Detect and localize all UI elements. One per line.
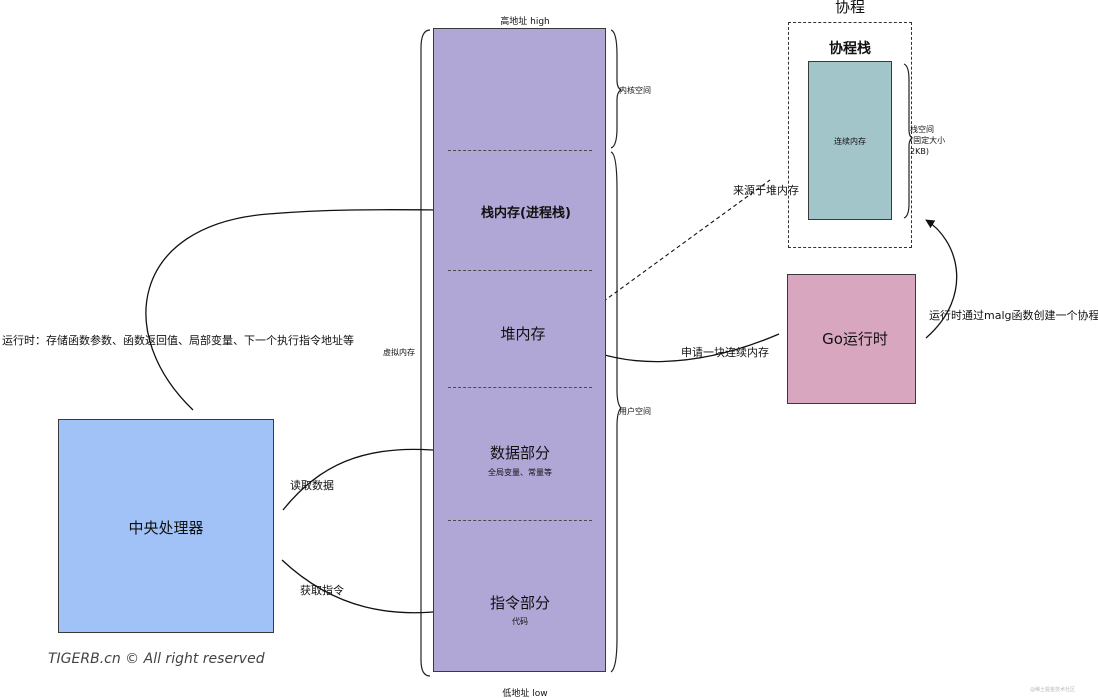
request-memory-label: 申请一块连续内存 <box>681 346 769 359</box>
cpu-box <box>58 419 274 633</box>
cpu-to-stack-arrow <box>145 205 464 411</box>
kernel-space-brace <box>610 29 623 149</box>
virtual-memory-label: 虚拟内存 <box>383 348 415 357</box>
watermark-text: @稀土掘金技术社区 <box>1030 687 1076 693</box>
go-runtime-label: Go运行时 <box>822 330 888 348</box>
stack-space-note: 栈空间 (固定大小 2KB) <box>910 124 945 157</box>
kernel-space-label: 内核空间 <box>619 86 651 95</box>
heap-to-coroutine-dashed-arrow <box>574 179 771 323</box>
heap-data-divider <box>448 387 592 388</box>
stack-memory-label: 栈内存(进程栈) <box>481 206 571 221</box>
read-data-label: 读取数据 <box>290 479 334 492</box>
data-text-divider <box>448 520 592 521</box>
coroutine-stack-box <box>808 61 892 220</box>
go-runtime-box <box>787 274 916 404</box>
from-heap-label: 来源于堆内存 <box>733 184 799 197</box>
create-coroutine-label: 运行时通过malg函数创建一个协程 <box>929 309 1098 322</box>
stack-space-line-3: 2KB) <box>910 147 929 156</box>
user-space-brace <box>610 151 622 673</box>
fetch-instruction-label: 获取指令 <box>300 584 344 597</box>
user-space-label: 用户空间 <box>619 407 651 416</box>
stack-heap-divider <box>448 270 592 271</box>
stack-space-brace <box>903 63 914 219</box>
go-runtime-to-coroutine-arrow <box>925 219 958 339</box>
cpu-label: 中央处理器 <box>128 519 204 537</box>
heap-memory-label: 堆内存 <box>500 325 546 343</box>
stack-space-line-1: 栈空间 <box>910 125 934 134</box>
kernel-user-divider <box>448 150 592 151</box>
contiguous-memory-label: 连续内存 <box>834 137 866 146</box>
copyright-text: TIGERB.cn © All right reserved <box>48 651 265 667</box>
high-address-label: 高地址 high <box>500 17 550 27</box>
virtual-memory-column <box>433 28 606 672</box>
data-section-subtitle: 全局变量、常量等 <box>488 468 552 477</box>
cpu-read-data-arrow <box>282 446 453 511</box>
stack-usage-label: 运行时：存储函数参数、函数返回值、局部变量、下一个执行指令地址等 <box>2 334 354 347</box>
stack-space-line-2: (固定大小 <box>910 136 946 145</box>
low-address-label: 低地址 low <box>502 689 548 698</box>
instruction-section-label: 指令部分 <box>489 594 550 612</box>
coroutine-stack-title: 协程栈 <box>829 41 871 57</box>
coroutine-title: 协程 <box>834 0 865 16</box>
virtual-memory-bracket <box>420 29 431 677</box>
coroutine-container <box>788 22 912 248</box>
data-section-label: 数据部分 <box>489 444 550 462</box>
instruction-section-subtitle: 代码 <box>512 617 528 626</box>
